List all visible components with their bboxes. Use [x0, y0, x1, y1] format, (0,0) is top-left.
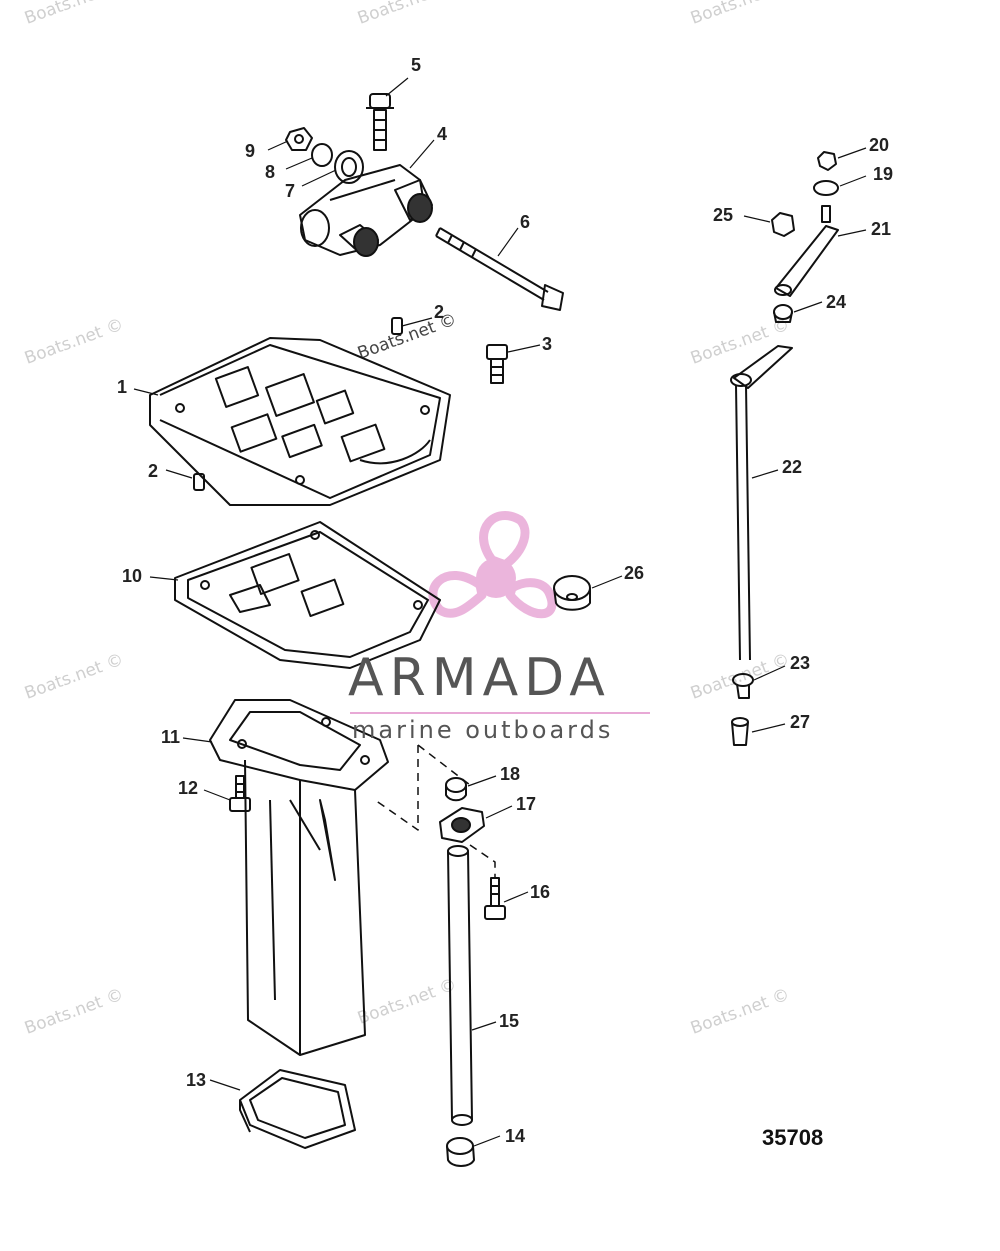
- part-22-shift-shaft-icon: [730, 345, 793, 661]
- part-12-screw-icon: [229, 775, 251, 812]
- callout-11: 11: [161, 727, 181, 747]
- logo-divider: [350, 712, 650, 714]
- part-27-bushing-icon: [731, 717, 749, 746]
- callout-14: 14: [505, 1126, 526, 1146]
- callout-3: 3: [542, 334, 553, 354]
- part-23-bushing-icon: [732, 673, 754, 699]
- part-3-screw-icon: [486, 344, 508, 384]
- callout-9: 9: [245, 141, 256, 161]
- part-16-screw-icon: [484, 877, 506, 920]
- logo-tagline: marine outboards: [352, 716, 614, 744]
- callout-25: 25: [713, 205, 734, 225]
- callout-8: 8: [265, 162, 276, 182]
- part-6-long-bolt-icon: [435, 227, 564, 311]
- part-19-washer-icon: [813, 180, 839, 196]
- callout-12: 12: [178, 778, 199, 798]
- callout-7: 7: [285, 181, 296, 201]
- callout-22: 22: [782, 457, 803, 477]
- part-4-bracket-icon: [299, 164, 433, 257]
- callout-15: 15: [499, 1011, 520, 1031]
- part-13-seal-icon: [239, 1069, 356, 1149]
- callout-21: 21: [871, 219, 892, 239]
- callout-20: 20: [869, 135, 890, 155]
- callout-19: 19: [873, 164, 894, 184]
- callout-13: 13: [186, 1070, 207, 1090]
- part-17-bearing-plate-icon: [439, 807, 485, 843]
- callout-1: 1: [117, 377, 128, 397]
- part-1-adapter-plate-icon: [149, 337, 451, 506]
- propeller-logo-icon: [428, 511, 557, 619]
- logo-brand: ARMADA: [348, 648, 611, 708]
- part-25-nut-icon: [771, 212, 795, 237]
- callout-2: 2: [148, 461, 159, 481]
- callout-5: 5: [411, 55, 422, 75]
- part-11-exhaust-tube-icon: [209, 699, 389, 1056]
- callout-26: 26: [624, 563, 645, 583]
- part-20-nut-icon: [817, 151, 837, 171]
- dashed-leaders: [374, 744, 496, 878]
- part-18-grommet-icon: [445, 777, 467, 802]
- part-24-bushing-icon: [773, 304, 793, 323]
- part-14-grommet-icon: [446, 1137, 475, 1167]
- callout-6: 6: [520, 212, 531, 232]
- part-15-water-tube-icon: [447, 845, 473, 1126]
- part-8-washer-icon: [311, 143, 333, 167]
- part-7-washer-icon: [334, 150, 364, 184]
- part-21-lever-icon: [774, 205, 839, 297]
- callout-16: 16: [530, 882, 551, 902]
- callout-27: 27: [790, 712, 811, 732]
- leader-lines: [133, 77, 867, 1147]
- callout-2: 2: [434, 302, 445, 322]
- part-9-nut-icon: [285, 127, 313, 151]
- figure-number: 35708: [762, 1125, 824, 1150]
- part-10-gasket-icon: [174, 521, 441, 669]
- part-2-dowel-icon: [391, 317, 403, 335]
- callout-24: 24: [826, 292, 847, 312]
- part-5-bolt-icon: [366, 93, 394, 151]
- callout-10: 10: [122, 566, 143, 586]
- part-26-grommet-icon: [553, 575, 591, 611]
- callout-18: 18: [500, 764, 521, 784]
- callout-4: 4: [437, 124, 448, 144]
- callout-23: 23: [790, 653, 811, 673]
- callout-17: 17: [516, 794, 537, 814]
